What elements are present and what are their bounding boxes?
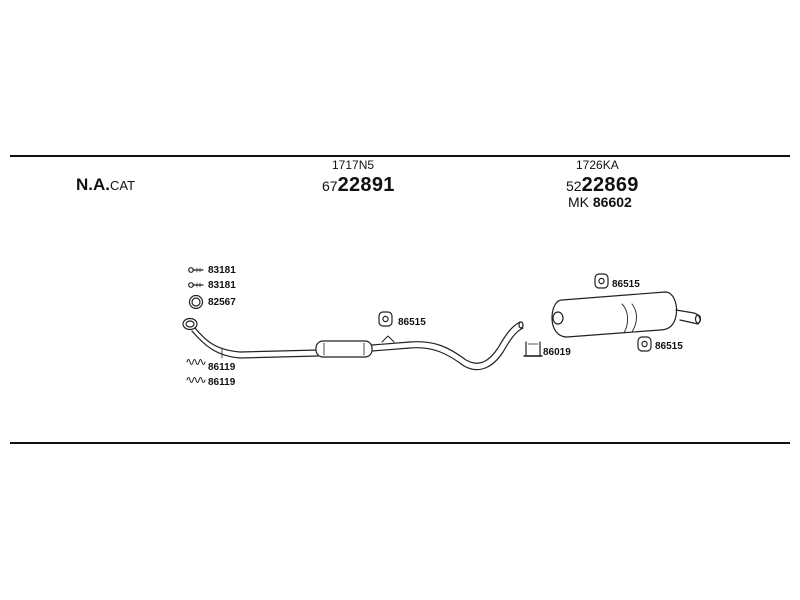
mounting-kit-main: 86602 — [592, 194, 632, 210]
engine-label: N.A.CAT — [76, 176, 135, 194]
clamp-icon — [523, 341, 543, 357]
spring-icon-2 — [186, 377, 206, 383]
rear-part-number: 5222869 — [566, 175, 639, 195]
bolt-icon-2 — [188, 282, 204, 288]
rubber-mount-icon-rear-top — [594, 273, 609, 289]
part-label-spring-2: 86119 — [208, 377, 236, 388]
part-label-gasket: 82567 — [208, 297, 236, 308]
part-label-spring-1: 86119 — [208, 362, 236, 373]
rear-part-main: 22869 — [581, 174, 639, 196]
part-label-bolt-2: 83181 — [208, 280, 236, 291]
part-label-bolt-1: 83181 — [208, 265, 236, 276]
gasket-ring-icon — [188, 294, 204, 310]
front-ref-code: 1717N5 — [332, 158, 375, 172]
front-part-prefix: 67 — [322, 178, 338, 194]
engine-label-main: N.A. — [76, 175, 110, 194]
bottom-divider — [10, 442, 790, 444]
engine-label-sub: CAT — [110, 178, 136, 193]
rear-part-prefix: 52 — [566, 178, 582, 194]
rear-ref-code: 1726KA — [576, 158, 619, 172]
rear-silencer — [551, 291, 702, 338]
part-label-rubber-mount-front: 86515 — [398, 317, 426, 328]
bolt-icon-1 — [188, 267, 204, 273]
mounting-kit-number: MK 86602 — [568, 195, 632, 209]
top-divider — [10, 155, 790, 157]
mounting-kit-prefix: MK — [568, 194, 589, 210]
spring-icon-1 — [186, 359, 206, 365]
front-pipe-with-silencer — [182, 317, 524, 371]
front-part-number: 6722891 — [322, 175, 395, 195]
part-label-clamp: 86019 — [543, 347, 571, 358]
front-part-main: 22891 — [337, 174, 395, 196]
rubber-mount-icon-rear-bottom — [637, 336, 652, 352]
part-label-rubber-mount-rear-top: 86515 — [612, 279, 640, 290]
rubber-mount-icon-front — [378, 311, 393, 327]
part-label-rubber-mount-rear-bottom: 86515 — [655, 341, 683, 352]
